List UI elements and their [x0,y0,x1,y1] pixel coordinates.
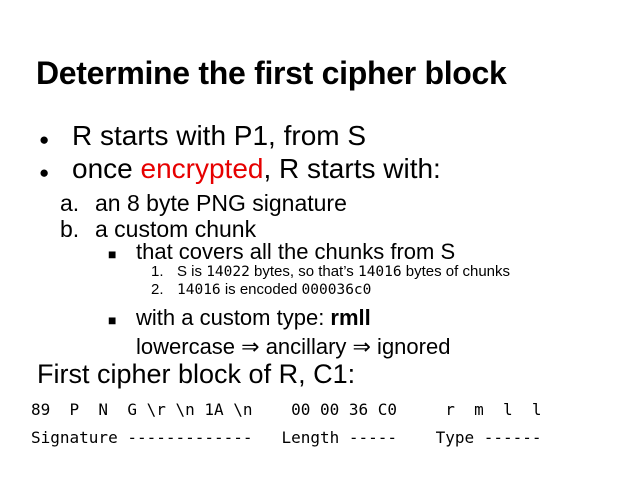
square-item-1-text: that covers all the chunks from S [136,239,456,264]
byte-count-chunks: 14016 [357,264,402,280]
bullet-item-2: ● once encrypted, R starts with: [39,153,441,184]
alpha-item-b-text: a custom chunk [95,216,257,242]
footer-heading: First cipher block of R, C1: [37,359,356,389]
square-bullet-icon: ■ [108,312,117,328]
cipher-block-label-line: Signature ------------- Length ----- Typ… [31,428,542,447]
chunk-type-name: rmll [330,305,371,330]
numbered-item-2-p1: is encoded [220,281,302,298]
square-item-2-pre: with a custom type: [136,305,331,330]
footer-heading-text: First cipher block of R, C1: [37,359,356,389]
numbered-item-1-p1: S is [177,263,207,280]
encrypted-highlight: encrypted [140,153,264,184]
numbered-marker-1: 1. [151,263,164,280]
bullet-icon: ● [39,163,50,182]
numbered-marker-2: 2. [151,281,164,298]
alpha-item-b: b. a custom chunk [60,217,256,242]
alpha-item-a-text: an 8 byte PNG signature [95,190,347,216]
byte-count-chunks-2: 14016 [177,282,221,298]
bullet-item-2-text: once encrypted, R starts with: [72,153,441,184]
bullet-item-1-text: R starts with P1, from S [72,120,367,151]
bullet-item-2-post: , R starts with: [263,153,441,184]
numbered-item-1-p2: bytes, so that’s [249,263,358,280]
square-bullet-icon: ■ [108,246,117,262]
square-item-2-text: with a custom type: rmll [136,306,371,330]
numbered-item-2: 2. 14016 is encoded 000036c0 [151,281,372,299]
lowercase-note: lowercase ⇒ ancillary ⇒ ignored [136,335,450,359]
cipher-block-hex-line: 89 P N G \r \n 1A \n 00 00 36 C0 r m l l [31,400,542,419]
alpha-item-a: a. an 8 byte PNG signature [60,191,347,216]
bullet-item-2-pre: once [72,153,141,184]
bullet-item-1: ● R starts with P1, from S [39,120,367,151]
slide-title: Determine the first cipher block [36,55,507,91]
square-item-1: ■ that covers all the chunks from S [108,240,455,264]
numbered-item-1: 1. S is 14022 bytes, so that’s 14016 byt… [151,263,511,281]
numbered-item-1-text: S is 14022 bytes, so that’s 14016 bytes … [177,263,511,281]
numbered-item-1-p3: bytes of chunks [401,263,511,280]
alpha-marker-b: b. [60,216,80,242]
bullet-icon: ● [39,130,50,149]
numbered-item-2-text: 14016 is encoded 000036c0 [177,281,372,299]
encoded-length-hex: 000036c0 [301,282,372,298]
byte-count-total: 14022 [206,264,250,280]
lowercase-note-text: lowercase ⇒ ancillary ⇒ ignored [136,334,451,359]
square-item-2: ■ with a custom type: rmll [108,306,371,330]
alpha-marker-a: a. [60,190,80,216]
